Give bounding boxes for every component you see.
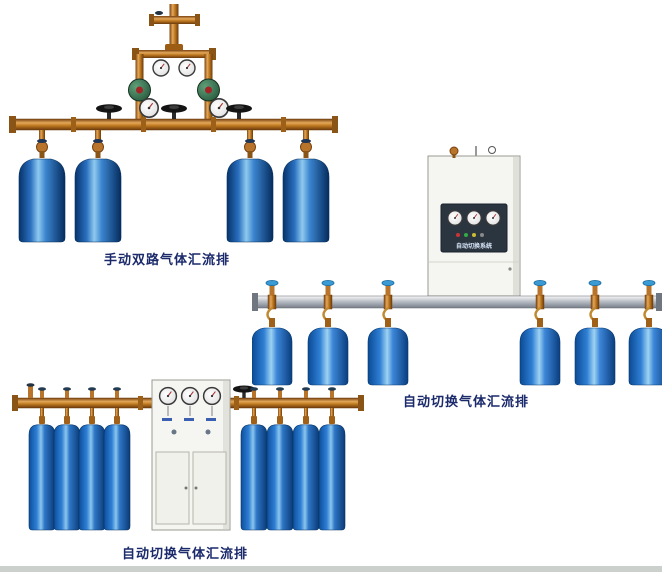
product-caption-auto-switch-1: 自动切换气体汇流排 bbox=[403, 394, 530, 409]
product-caption-auto-switch-2: 自动切换气体汇流排 bbox=[122, 546, 249, 561]
gas-cylinder bbox=[78, 424, 106, 531]
main-copper-header-pipe bbox=[9, 116, 338, 133]
pressure-regulators bbox=[128, 78, 220, 102]
steel-header-pipe bbox=[252, 293, 662, 311]
control-cabinet: 自动切换系统 bbox=[427, 146, 521, 297]
product-auto-switch-cabinet-manifold: 自动切换系统 bbox=[252, 146, 662, 390]
control-cabinet bbox=[151, 379, 231, 531]
gas-cylinder bbox=[519, 327, 561, 386]
gas-cylinder bbox=[318, 424, 346, 531]
page-bottom-border bbox=[0, 566, 662, 572]
gas-cylinder bbox=[266, 424, 294, 531]
cylinder-connections bbox=[265, 279, 656, 327]
product-manual-dual-manifold bbox=[8, 4, 338, 250]
gas-cylinder bbox=[28, 424, 56, 531]
gas-cylinder bbox=[103, 424, 131, 531]
gas-cylinder bbox=[240, 424, 268, 531]
product-caption-manual-dual: 手动双路气体汇流排 bbox=[104, 252, 231, 267]
gas-cylinder bbox=[367, 327, 409, 386]
valve-handwheels bbox=[96, 104, 252, 119]
auto-switch-manifold-image: 自动切换系统 bbox=[252, 146, 662, 386]
cylinder-drop-valves bbox=[38, 387, 336, 424]
gas-cylinder bbox=[53, 424, 81, 531]
manual-dual-manifold-image bbox=[9, 4, 338, 243]
gas-cylinder bbox=[574, 327, 616, 386]
gas-cylinder bbox=[292, 424, 320, 531]
gas-cylinder bbox=[74, 158, 122, 243]
product-auto-switch-manifold bbox=[12, 374, 364, 560]
auto-switch-manifold2-image bbox=[12, 379, 364, 531]
gas-cylinder bbox=[628, 327, 662, 386]
cylinder-drop-valves bbox=[36, 130, 312, 158]
gas-cylinder bbox=[18, 158, 66, 243]
cabinet-panel-label: 自动切换系统 bbox=[456, 242, 492, 250]
